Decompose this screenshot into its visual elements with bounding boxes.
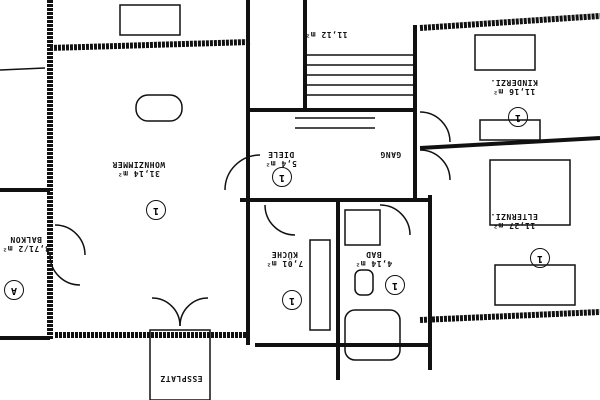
room-name: BAD (365, 250, 382, 259)
room-marker: 1 (508, 107, 528, 127)
room-marker: 1 (530, 248, 550, 268)
exterior-walls (47, 0, 600, 340)
furniture (0, 4, 576, 400)
room-name: KÜCHE (271, 250, 298, 259)
room-name: DIELE (267, 150, 295, 159)
room-name: ELTERNZI. (490, 212, 538, 221)
room-label-essplatz: ESSPLATZ (160, 374, 203, 383)
stair-label: 11,12 m² (305, 30, 348, 39)
room-label-gang: GANG (380, 150, 402, 159)
doors (49, 111, 451, 327)
room-marker: 1 (146, 200, 166, 220)
interior-walls (0, 0, 600, 380)
room-marker: 1 (272, 167, 292, 187)
room-name: KINDERZI. (490, 78, 538, 87)
room-area: 11,16 m² (492, 87, 536, 96)
room-name: BALKON (9, 235, 42, 244)
room-marker: 1 (385, 275, 405, 295)
room-area: 7,01 m² (266, 259, 304, 268)
room-area: 11,27 m² (492, 221, 536, 230)
room-area: 3,71/2 m² (2, 244, 50, 253)
room-area: 31,14 m² (117, 169, 160, 178)
room-area: 4,14 m² (355, 259, 393, 268)
stairs (295, 54, 415, 129)
room-marker: A (4, 280, 24, 300)
room-marker: 1 (282, 290, 302, 310)
room-name: WOHNZIMMER (112, 160, 166, 169)
